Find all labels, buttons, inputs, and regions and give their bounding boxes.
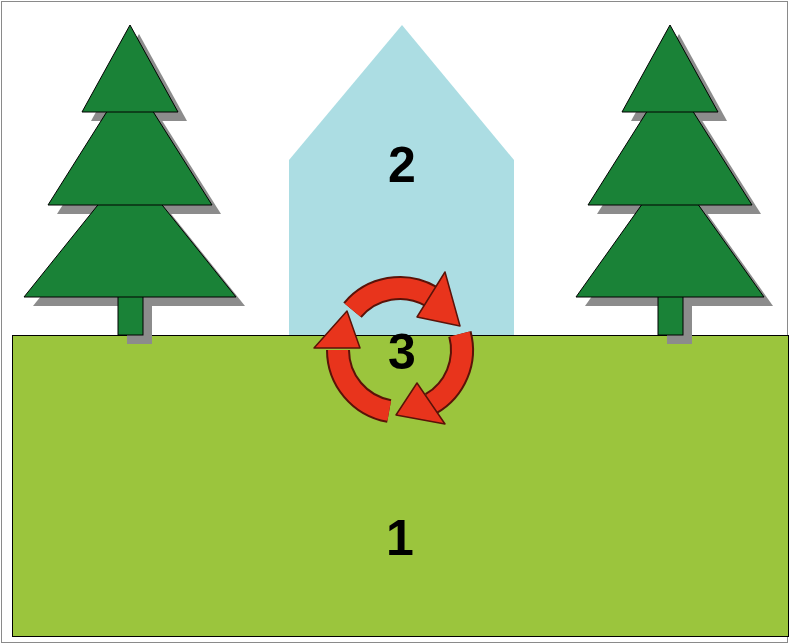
callout-number: 3 (388, 327, 416, 377)
callout-number: 2 (388, 140, 416, 190)
region-fill (289, 25, 514, 335)
region-shape (12, 335, 789, 637)
tree-left (24, 25, 245, 344)
region-fill (13, 336, 789, 637)
ground-region: 1 (12, 335, 789, 637)
callout-number: 1 (386, 513, 414, 563)
cycle-arrows (314, 272, 462, 424)
tree-right (576, 25, 773, 344)
